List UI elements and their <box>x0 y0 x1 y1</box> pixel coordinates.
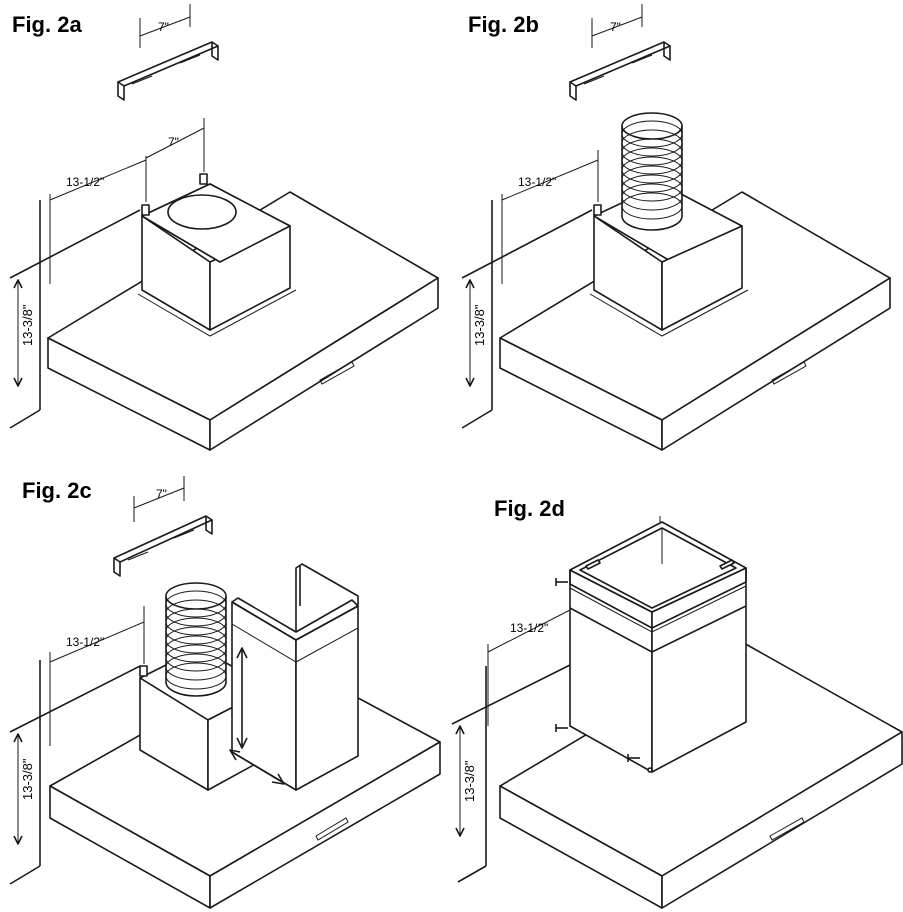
bracket-dimension: 7" <box>591 4 643 48</box>
screw-icon <box>555 724 568 732</box>
flexible-duct <box>165 582 227 697</box>
height-dim-label: 13-3/8" <box>472 304 487 346</box>
flexible-duct <box>621 112 683 231</box>
bracket-dim-label: 7" <box>156 487 167 501</box>
height-dimension: 13-3/8" <box>13 733 35 845</box>
figure-title: Fig. 2a <box>12 12 82 37</box>
bracket-dimension: 7" <box>133 476 185 522</box>
top-slot <box>719 559 735 570</box>
chimney-cover <box>231 563 359 791</box>
figure-2b-drawing: 7" <box>461 4 891 451</box>
figure-2c: Fig. 2c 7" <box>0 456 451 912</box>
duct-opening <box>167 194 237 230</box>
figure-2d: Fig. 2d <box>451 456 903 912</box>
wall-reference-lines <box>461 200 593 429</box>
width-dim-label: 13-1/2" <box>66 175 104 189</box>
height-dim-label: 13-3/8" <box>20 758 35 800</box>
mounting-tab <box>199 173 208 185</box>
mount-dimension: 7" <box>145 118 205 202</box>
top-slot <box>585 559 601 570</box>
figure-title: Fig. 2d <box>494 496 565 521</box>
wall-bracket <box>569 41 671 101</box>
width-dimension: 13-1/2" <box>487 596 571 726</box>
hood-base <box>499 641 903 909</box>
figure-title: Fig. 2b <box>468 12 539 37</box>
figure-2c-drawing: 7" <box>9 476 441 909</box>
mounting-tab <box>141 204 150 216</box>
width-dimension: 13-1/2" <box>501 150 599 284</box>
wall-reference-lines <box>451 663 573 883</box>
bracket-dim-label: 7" <box>610 20 621 34</box>
width-dimension: 13-1/2" <box>49 606 145 746</box>
figure-2a: Fig. 2a 7" <box>0 0 451 456</box>
slide-arrows <box>229 647 285 785</box>
control-slot <box>769 817 805 841</box>
figure-2a-drawing: 7" 7" <box>9 4 439 451</box>
screw-icon <box>627 754 640 762</box>
width-dim-label: 13-1/2" <box>66 635 104 649</box>
wall-bracket <box>113 515 213 577</box>
height-dimension: 13-3/8" <box>455 725 477 837</box>
control-slot <box>315 817 349 841</box>
wall-reference-lines <box>9 200 141 429</box>
height-dimension: 13-3/8" <box>465 279 487 387</box>
screws <box>555 578 653 773</box>
width-dim-label: 13-1/2" <box>510 621 548 635</box>
figure-2b: Fig. 2b 7" <box>452 0 903 456</box>
chimney <box>569 516 747 773</box>
figure-title: Fig. 2c <box>22 478 92 503</box>
control-slot <box>771 361 807 385</box>
mounting-tab <box>593 204 602 216</box>
wall-reference-lines <box>9 660 141 885</box>
height-dim-label: 13-3/8" <box>462 760 477 802</box>
figure-2d-drawing: 13-1/2" 13-3/8" <box>451 516 903 909</box>
mounting-tab <box>139 665 148 677</box>
height-dim-label: 13-3/8" <box>20 304 35 346</box>
control-slot <box>319 361 355 385</box>
bracket-dimension: 7" <box>139 4 191 48</box>
wall-bracket <box>117 41 219 101</box>
height-dimension: 13-3/8" <box>13 279 35 387</box>
width-dim-label: 13-1/2" <box>518 175 556 189</box>
screw-hole <box>647 767 653 773</box>
screw-icon <box>555 578 568 586</box>
bracket-dim-label: 7" <box>158 20 169 34</box>
mount-dim-label: 7" <box>168 135 179 149</box>
mounting-box <box>137 173 297 337</box>
width-dimension: 13-1/2" <box>49 159 147 284</box>
